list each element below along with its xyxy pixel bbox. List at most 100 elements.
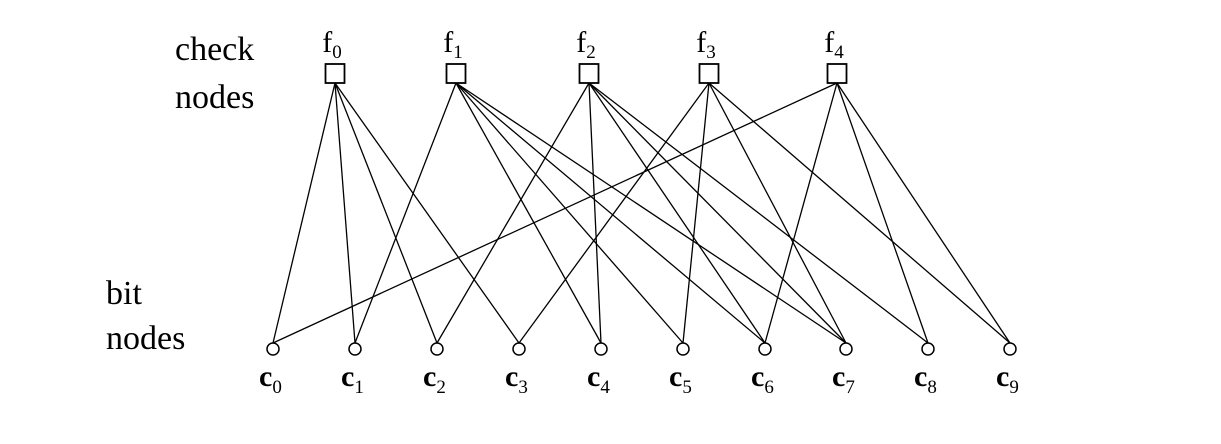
- bit-node-c7: c7: [832, 342, 855, 398]
- bit-node-circle: [266, 342, 280, 356]
- bit-node-label: c2: [423, 360, 446, 398]
- check-node-f0: f0: [322, 26, 346, 84]
- check-node-label: f2: [576, 26, 596, 63]
- bit-node-label-subscript: 6: [764, 377, 774, 398]
- bit-node-c9: c9: [996, 342, 1019, 398]
- bit-node-label: c1: [341, 360, 364, 398]
- bit-node-label-base: c: [751, 360, 764, 393]
- bit-node-c5: c5: [669, 342, 692, 398]
- bit-node-label: c3: [505, 360, 528, 398]
- bit-node-c4: c4: [587, 342, 610, 398]
- edge-f0-c3: [334, 82, 520, 344]
- edge-f2-c2: [436, 82, 590, 344]
- bit-node-label-base: c: [423, 360, 436, 393]
- bit-node-c3: c3: [505, 342, 528, 398]
- bit-node-label-base: c: [996, 360, 1009, 393]
- bit-node-label-subscript: 9: [1009, 377, 1019, 398]
- bit-node-c0: c0: [259, 342, 282, 398]
- bit-node-label-base: c: [914, 360, 927, 393]
- bit-node-circle: [512, 342, 526, 356]
- bit-node-label-base: c: [832, 360, 845, 393]
- edge-f4-c6: [764, 82, 838, 344]
- bit-nodes-label-line1: bit: [106, 275, 142, 312]
- edge-f3-c3: [518, 82, 710, 344]
- bit-node-label: c8: [914, 360, 937, 398]
- check-node-label-subscript: 3: [706, 42, 716, 63]
- bit-node-label-subscript: 5: [682, 377, 692, 398]
- check-node-label: f4: [824, 26, 844, 63]
- bit-node-label-base: c: [341, 360, 354, 393]
- bit-node-circle: [594, 342, 608, 356]
- bit-node-label: c6: [751, 360, 774, 398]
- bit-node-c1: c1: [341, 342, 364, 398]
- bit-node-label-subscript: 8: [927, 377, 937, 398]
- check-node-f2: f2: [576, 26, 600, 84]
- check-node-label-subscript: 2: [586, 42, 596, 63]
- check-node-label: f3: [696, 26, 716, 63]
- check-node-square: [698, 63, 720, 84]
- check-node-label-base: f: [322, 26, 332, 59]
- bit-node-circle: [1003, 342, 1017, 356]
- check-node-square: [445, 63, 467, 84]
- edge-f2-c6: [588, 82, 766, 344]
- edge-f3-c9: [708, 82, 1011, 344]
- bit-node-label-base: c: [259, 360, 272, 393]
- edge-f2-c7: [588, 82, 847, 344]
- bit-node-label-subscript: 2: [436, 377, 446, 398]
- bit-node-label-base: c: [505, 360, 518, 393]
- bit-node-label-base: c: [587, 360, 600, 393]
- bit-node-label: c5: [669, 360, 692, 398]
- bit-node-label-subscript: 3: [518, 377, 528, 398]
- bit-node-circle: [348, 342, 362, 356]
- edge-f0-c1: [334, 82, 356, 344]
- bit-node-label: c0: [259, 360, 282, 398]
- bit-node-circle: [676, 342, 690, 356]
- check-node-label-subscript: 4: [834, 42, 844, 63]
- edge-f2-c8: [588, 82, 929, 344]
- bit-node-circle: [430, 342, 444, 356]
- check-node-f4: f4: [824, 26, 848, 84]
- bit-node-label: c4: [587, 360, 610, 398]
- bit-node-c2: c2: [423, 342, 446, 398]
- bit-node-circle: [921, 342, 935, 356]
- bit-node-c6: c6: [751, 342, 774, 398]
- edge-f1-c6: [455, 82, 766, 344]
- bit-node-label-subscript: 0: [272, 377, 282, 398]
- edge-f2-c4: [588, 82, 602, 344]
- edge-f1-c1: [354, 82, 457, 344]
- edge-f4-c0: [272, 82, 838, 344]
- check-node-label-base: f: [696, 26, 706, 59]
- check-node-label-base: f: [576, 26, 586, 59]
- check-node-f3: f3: [696, 26, 720, 84]
- bit-node-circle: [758, 342, 772, 356]
- edge-f4-c9: [836, 82, 1011, 344]
- bit-node-label-subscript: 1: [354, 377, 364, 398]
- bit-nodes-label-line2: nodes: [106, 320, 185, 357]
- check-node-label-subscript: 1: [453, 42, 463, 63]
- edge-f4-c8: [836, 82, 929, 344]
- check-nodes-label-line1: check: [175, 31, 254, 68]
- edge-f1-c5: [455, 82, 684, 344]
- check-nodes-label-line2: nodes: [175, 79, 254, 116]
- bit-node-label-subscript: 7: [845, 377, 855, 398]
- bit-node-circle: [839, 342, 853, 356]
- check-node-label-subscript: 0: [332, 42, 342, 63]
- edge-f1-c7: [455, 82, 847, 344]
- edge-f3-c7: [708, 82, 847, 344]
- edge-f1-c4: [455, 82, 602, 344]
- bit-node-label-base: c: [669, 360, 682, 393]
- check-node-label-base: f: [824, 26, 834, 59]
- edges: [272, 82, 1011, 344]
- check-node-f1: f1: [443, 26, 467, 84]
- bit-node-label: c9: [996, 360, 1019, 398]
- check-node-label-base: f: [443, 26, 453, 59]
- check-node-square: [324, 63, 346, 84]
- check-node-label: f1: [443, 26, 463, 63]
- bit-node-c8: c8: [914, 342, 937, 398]
- edge-f0-c0: [272, 82, 336, 344]
- bit-node-label: c7: [832, 360, 855, 398]
- check-node-square: [826, 63, 848, 84]
